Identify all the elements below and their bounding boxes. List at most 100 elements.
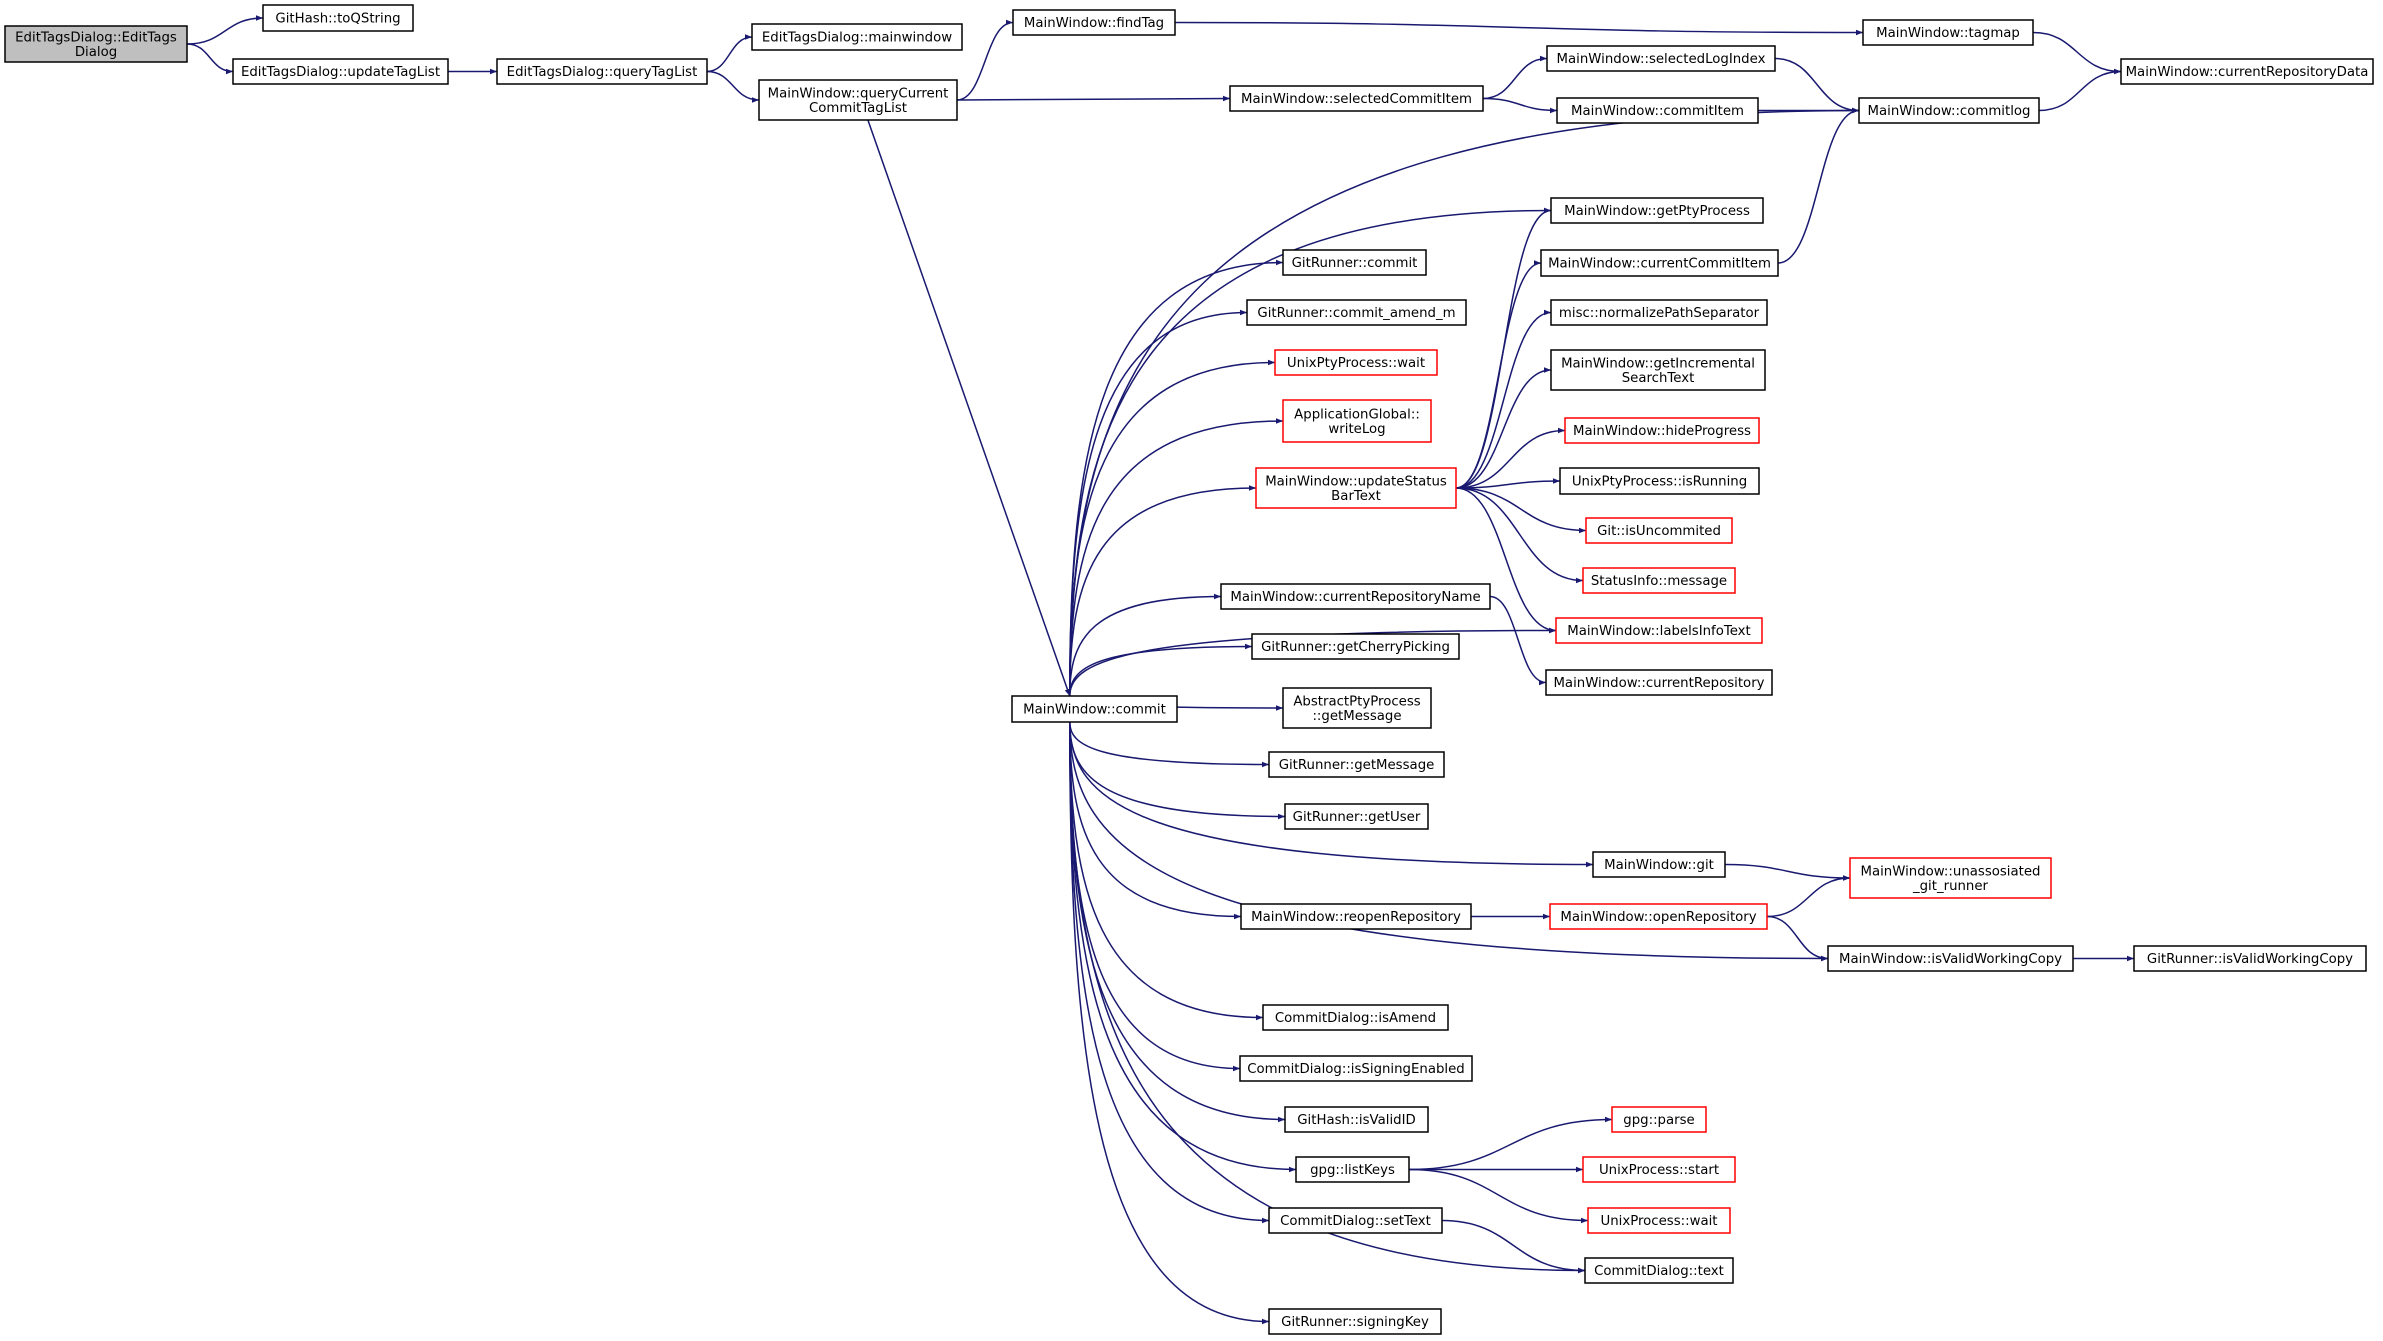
node-label: GitRunner::getCherryPicking — [1261, 640, 1450, 655]
graph-node-labelsinfotext[interactable]: MainWindow::labelsInfoText — [1555, 617, 1763, 644]
node-box — [1229, 85, 1484, 112]
graph-node-hideprogress[interactable]: MainWindow::hideProgress — [1564, 417, 1760, 444]
graph-node-querytaglist[interactable]: EditTagsDialog::queryTagList — [496, 58, 708, 85]
graph-node-settext[interactable]: CommitDialog::setText — [1268, 1207, 1443, 1234]
node-box — [1268, 1207, 1443, 1234]
graph-node-getuser[interactable]: GitRunner::getUser — [1284, 803, 1429, 830]
graph-node-writelog[interactable]: ApplicationGlobal::writeLog — [1282, 399, 1432, 443]
edge-mw_commit-to-getptyprocess — [1069, 207, 1552, 697]
graph-node-currentrepodata[interactable]: MainWindow::currentRepositoryData — [2120, 58, 2374, 85]
graph-node-reopenrepo[interactable]: MainWindow::reopenRepository — [1240, 903, 1472, 930]
graph-node-listkeys[interactable]: gpg::listKeys — [1295, 1156, 1410, 1183]
edge-selectedcommititem-to-selectedlogindex — [1482, 55, 1548, 100]
node-label: misc::normalizePathSeparator — [1559, 306, 1760, 321]
edge-updatestatus-to-isuncommited — [1455, 487, 1587, 534]
edge-querycurrent-to-mw_commit — [867, 119, 1071, 697]
node-box — [1582, 567, 1736, 594]
node-label: StatusInfo::message — [1591, 574, 1727, 589]
graph-node-gr_isvalidwc[interactable]: GitRunner::isValidWorkingCopy — [2133, 945, 2367, 972]
graph-node-isrunning[interactable]: UnixPtyProcess::isRunning — [1559, 467, 1760, 495]
graph-node-openrepo[interactable]: MainWindow::openRepository — [1549, 903, 1768, 930]
node-label: GitRunner::getMessage — [1279, 758, 1435, 773]
graph-node-isamend[interactable]: CommitDialog::isAmend — [1262, 1004, 1449, 1031]
node-box — [1849, 857, 2052, 899]
node-label: MainWindow::hideProgress — [1573, 424, 1751, 439]
graph-node-commitlog[interactable]: MainWindow::commitlog — [1858, 97, 2040, 124]
node-box — [1550, 197, 1764, 224]
graph-node-gitrunner_getmessage[interactable]: GitRunner::getMessage — [1268, 751, 1445, 778]
node-box — [1246, 299, 1467, 326]
graph-node-selectedlogindex[interactable]: MainWindow::selectedLogIndex — [1546, 45, 1776, 72]
node-layer: EditTagsDialog::EditTagsDialog GitHash::t… — [4, 4, 2374, 1335]
edge-updatestatus-to-incsearch — [1455, 367, 1552, 489]
node-box — [1284, 803, 1429, 830]
edge-currentcommititem-to-commitlog — [1777, 107, 1860, 264]
node-label: ::getMessage — [1312, 709, 1401, 724]
node-box — [1858, 97, 2040, 124]
edge-commitlog-to-currentrepodata — [2038, 68, 2122, 112]
graph-node-isvalidid[interactable]: GitHash::isValidID — [1284, 1106, 1429, 1133]
graph-node-mw_commit[interactable]: MainWindow::commit — [1011, 695, 1178, 723]
graph-node-currentcommititem[interactable]: MainWindow::currentCommitItem — [1540, 249, 1779, 277]
graph-node-commit_amend[interactable]: GitRunner::commit_amend_m — [1246, 299, 1467, 326]
edge-listkeys-to-unixproc_wait — [1408, 1168, 1589, 1224]
graph-node-root[interactable]: EditTagsDialog::EditTagsDialog — [4, 25, 188, 63]
graph-node-currentrepository[interactable]: MainWindow::currentRepository — [1545, 669, 1773, 696]
graph-node-mw_git[interactable]: MainWindow::git — [1592, 851, 1726, 878]
graph-node-signingkey[interactable]: GitRunner::signingKey — [1268, 1308, 1442, 1335]
node-label: MainWindow::currentCommitItem — [1548, 257, 1771, 272]
node-label: MainWindow::tagmap — [1876, 26, 2020, 41]
edge-updatestatus-to-statusmessage — [1455, 487, 1584, 584]
graph-node-selectedcommititem[interactable]: MainWindow::selectedCommitItem — [1229, 85, 1484, 112]
graph-node-issigning[interactable]: CommitDialog::isSigningEnabled — [1239, 1055, 1473, 1082]
edge-mw_commit-to-cherrypicking — [1069, 643, 1253, 697]
edge-findtag-to-tagmap — [1174, 21, 1864, 36]
node-box — [1220, 583, 1491, 610]
edge-querycurrent-to-findtag — [956, 19, 1014, 101]
graph-node-getptyprocess[interactable]: MainWindow::getPtyProcess — [1550, 197, 1764, 224]
node-box — [2120, 58, 2374, 85]
node-label: Dialog — [75, 45, 117, 60]
node-box — [1268, 1308, 1442, 1335]
graph-node-mainwindow_fn[interactable]: EditTagsDialog::mainwindow — [751, 23, 963, 51]
node-box — [1582, 1156, 1736, 1183]
graph-node-gitrunner_commit[interactable]: GitRunner::commit — [1282, 249, 1427, 276]
graph-node-tagmap[interactable]: MainWindow::tagmap — [1862, 19, 2034, 46]
node-box — [1585, 517, 1733, 544]
graph-node-unixproc_wait[interactable]: UnixProcess::wait — [1587, 1207, 1731, 1234]
graph-node-statusmessage[interactable]: StatusInfo::message — [1582, 567, 1736, 594]
node-label: MainWindow::commit — [1023, 703, 1166, 718]
graph-node-cd_text[interactable]: CommitDialog::text — [1584, 1257, 1734, 1284]
node-box — [1262, 1004, 1449, 1031]
graph-node-findtag[interactable]: MainWindow::findTag — [1012, 9, 1176, 36]
node-box — [1240, 903, 1472, 930]
graph-node-commititem[interactable]: MainWindow::commitItem — [1556, 97, 1759, 124]
graph-node-unixpty_wait[interactable]: UnixPtyProcess::wait — [1274, 349, 1438, 376]
graph-node-githash_toqstring[interactable]: GitHash::toQString — [262, 4, 414, 32]
graph-node-normalizepath[interactable]: misc::normalizePathSeparator — [1550, 299, 1768, 326]
graph-node-abstract_getmessage[interactable]: AbstractPtyProcess::getMessage — [1282, 687, 1432, 729]
edge-mw_commit-to-unixpty_wait — [1069, 359, 1276, 697]
graph-node-cherrypicking[interactable]: GitRunner::getCherryPicking — [1251, 633, 1460, 660]
graph-node-isuncommited[interactable]: Git::isUncommited — [1585, 517, 1733, 544]
node-box — [4, 25, 188, 63]
graph-node-currentreponame[interactable]: MainWindow::currentRepositoryName — [1220, 583, 1491, 610]
graph-node-updatetaglist[interactable]: EditTagsDialog::updateTagList — [232, 58, 449, 85]
edge-mw_commit-to-labelsinfotext — [1069, 627, 1557, 697]
node-box — [1587, 1207, 1731, 1234]
node-label: GitRunner::isValidWorkingCopy — [2147, 952, 2353, 967]
node-label: UnixProcess::start — [1599, 1163, 1719, 1178]
edge-querytaglist-to-querycurrent — [706, 70, 760, 103]
graph-node-mw_isvalidwc[interactable]: MainWindow::isValidWorkingCopy — [1827, 945, 2074, 972]
node-label: MainWindow::git — [1604, 858, 1714, 873]
node-label: MainWindow::commitItem — [1571, 104, 1744, 119]
graph-node-gpg_parse[interactable]: gpg::parse — [1611, 1106, 1707, 1133]
graph-node-unixproc_start[interactable]: UnixProcess::start — [1582, 1156, 1736, 1183]
node-box — [1282, 399, 1432, 443]
graph-node-unassosiated[interactable]: MainWindow::unassosiated_git_runner — [1849, 857, 2052, 899]
node-box — [1274, 349, 1438, 376]
